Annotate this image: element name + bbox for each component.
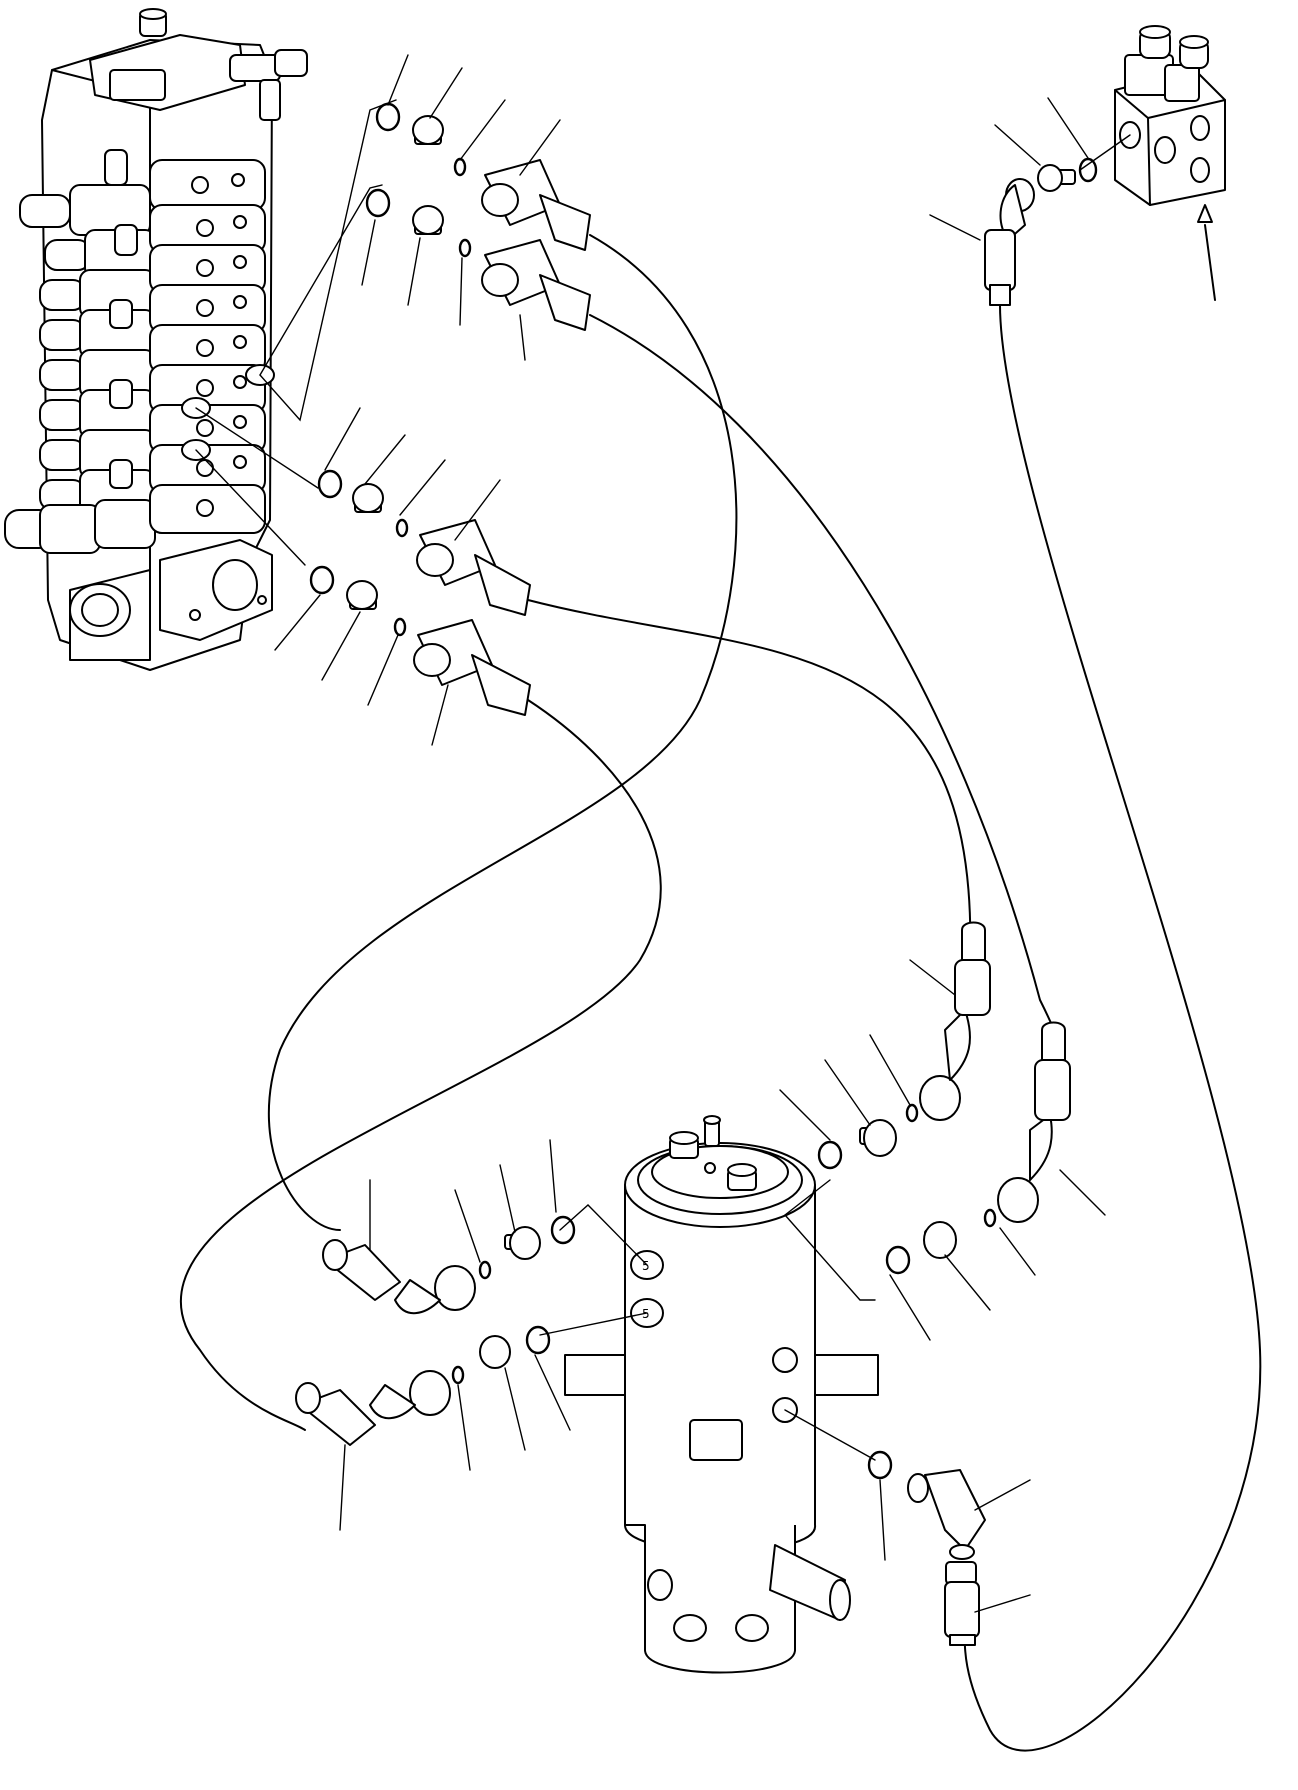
swivel-fitting-bottom-elbow bbox=[869, 1452, 985, 1645]
o-ring-small bbox=[455, 159, 465, 175]
adapter-fitting bbox=[413, 116, 443, 144]
fitting-stack-1 bbox=[377, 104, 590, 250]
hose-end-fitting bbox=[482, 160, 590, 250]
port-label: 5 bbox=[642, 1307, 650, 1321]
swivel-fitting-left-upper bbox=[323, 1217, 574, 1313]
control-valve-assembly bbox=[5, 9, 307, 670]
swivel-fitting-right-upper bbox=[819, 923, 990, 1169]
fitting-stack-3 bbox=[319, 471, 530, 615]
valve-spool-rows bbox=[5, 150, 265, 553]
solenoid-valve-block bbox=[1080, 26, 1225, 300]
callout-lines-valve bbox=[275, 55, 560, 745]
fitting-stack-4 bbox=[311, 567, 530, 715]
solenoid-fitting-stack bbox=[930, 98, 1096, 305]
arrow-head-icon bbox=[1198, 205, 1212, 222]
fitting-stack-2 bbox=[367, 190, 590, 330]
hydraulic-hoses bbox=[181, 235, 1260, 1751]
hose-end-fitting bbox=[945, 1562, 979, 1645]
port-label: 5 bbox=[642, 1259, 650, 1273]
elbow-hose-fitting bbox=[985, 179, 1034, 305]
elbow-hose-fitting bbox=[323, 1240, 475, 1313]
o-ring bbox=[377, 104, 399, 130]
swivel-joint: 5 5 bbox=[565, 1116, 878, 1673]
swivel-fitting-right-lower bbox=[887, 1023, 1070, 1274]
elbow-adapter bbox=[908, 1470, 985, 1559]
elbow-hose-fitting bbox=[920, 923, 990, 1121]
swivel-leader-lines bbox=[540, 1180, 875, 1460]
swivel-fitting-left-lower bbox=[296, 1327, 549, 1445]
mount-lug-right bbox=[808, 1355, 878, 1395]
callout-lines-swivel bbox=[340, 960, 1105, 1612]
mount-lug-left bbox=[565, 1355, 625, 1395]
